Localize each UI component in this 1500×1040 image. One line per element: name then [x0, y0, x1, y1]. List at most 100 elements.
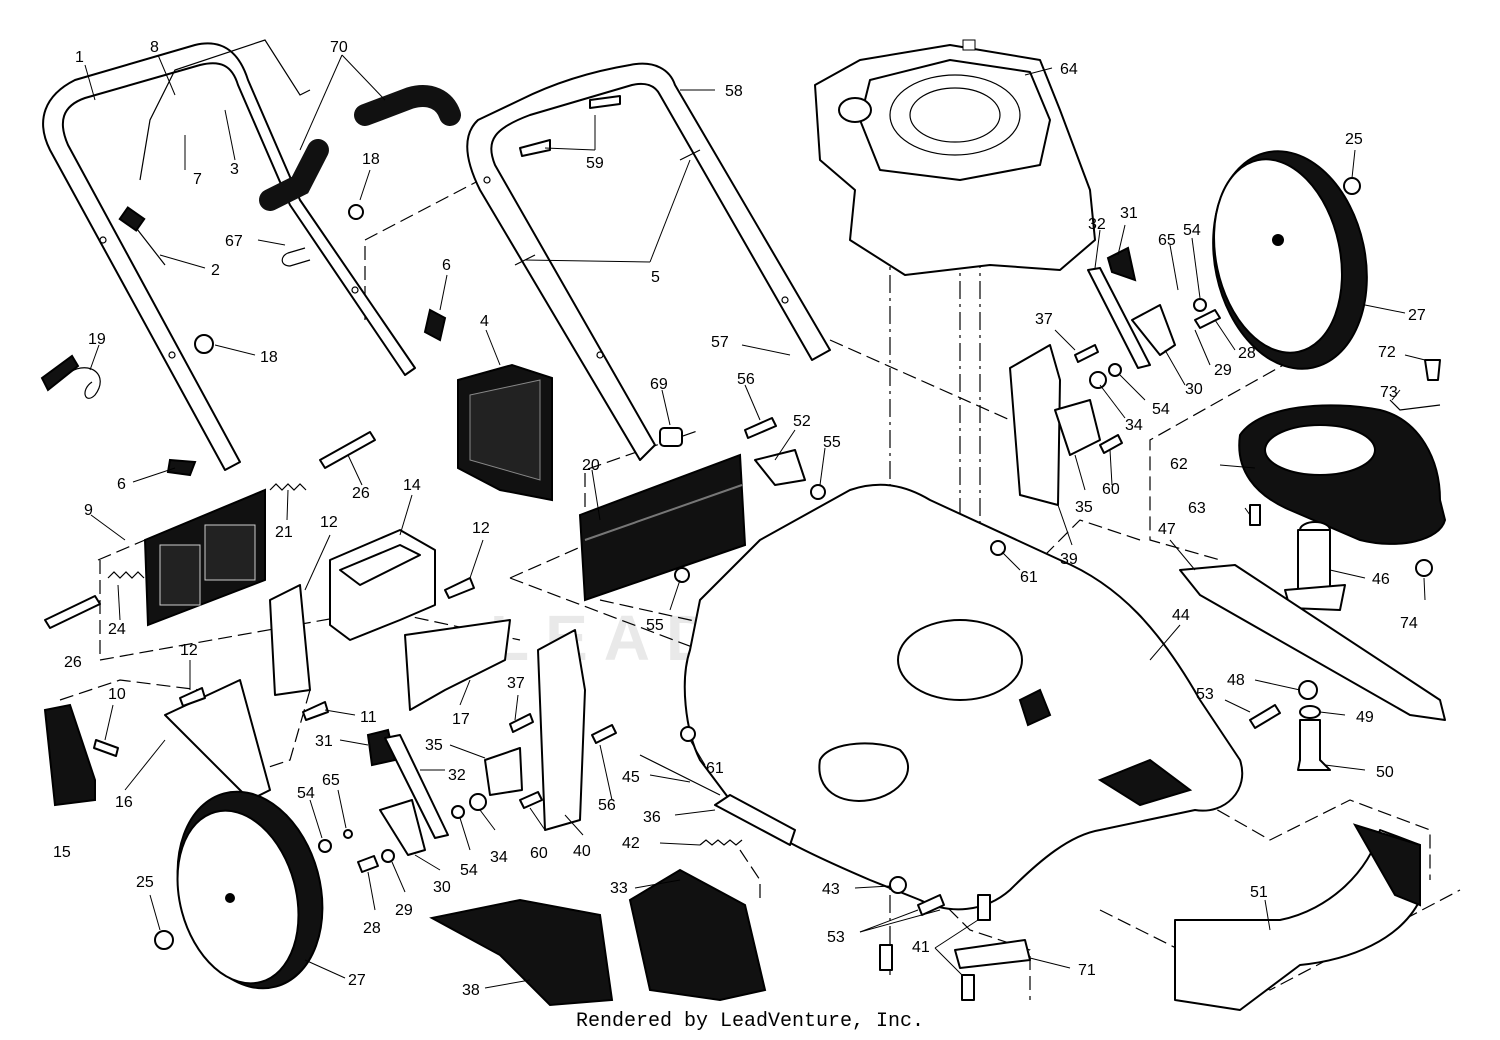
leader-lines — [84, 54, 1426, 989]
callout-51: 51 — [1250, 884, 1268, 901]
cover-38 — [429, 898, 614, 1007]
bolt-41a — [977, 894, 991, 921]
blade-47 — [1179, 564, 1446, 721]
callout-54: 54 — [297, 785, 315, 802]
rod-36 — [714, 794, 796, 846]
wing-knob-19 — [40, 354, 101, 399]
deck-44 — [683, 483, 1244, 911]
callout-5: 5 — [651, 269, 660, 286]
callout-19: 19 — [88, 331, 106, 348]
callout-31: 31 — [1120, 205, 1138, 222]
wheel-rear-right — [1212, 150, 1368, 370]
cable-tie-upper — [679, 149, 701, 161]
callout-12: 12 — [180, 642, 198, 659]
nut-74 — [1415, 559, 1433, 577]
callout-15: 15 — [53, 844, 71, 861]
blade-adapter-46 — [1284, 521, 1346, 611]
rear-flap-assembly — [143, 488, 266, 627]
washer-54a — [1193, 298, 1207, 312]
clamp-69 — [659, 427, 683, 447]
gear-35a — [1054, 399, 1101, 456]
callout-55: 55 — [646, 617, 664, 634]
callout-34: 34 — [1125, 417, 1143, 434]
callout-65: 65 — [322, 772, 340, 789]
callout-57: 57 — [711, 334, 729, 351]
callout-56: 56 — [737, 371, 755, 388]
callout-39: 39 — [1060, 551, 1078, 568]
skirt-51 — [1174, 823, 1421, 1011]
bolt-41c — [961, 974, 975, 1001]
callout-9: 9 — [84, 502, 93, 519]
handle-upper-left — [42, 42, 416, 471]
callout-60: 60 — [1102, 481, 1120, 498]
nut-43 — [889, 876, 907, 894]
bolt-53a — [1249, 704, 1281, 729]
wing-knob-lower — [166, 458, 197, 477]
spacer-18b — [194, 334, 214, 354]
callout-6: 6 — [117, 476, 126, 493]
callout-52: 52 — [793, 413, 811, 430]
callout-61: 61 — [706, 760, 724, 777]
callout-14: 14 — [403, 477, 421, 494]
callout-70: 70 — [330, 39, 348, 56]
callout-28: 28 — [363, 920, 381, 937]
callout-73: 73 — [1380, 384, 1398, 401]
callout-29: 29 — [1214, 362, 1232, 379]
bracket-71 — [954, 939, 1031, 969]
callout-72: 72 — [1378, 344, 1396, 361]
bolt-56a — [744, 417, 777, 439]
bracket-30a — [1131, 304, 1176, 356]
bolt-12b — [444, 577, 475, 599]
callout-74: 74 — [1400, 615, 1418, 632]
bolt-41b — [879, 944, 893, 971]
nut-55b — [674, 567, 690, 583]
callout-30: 30 — [433, 879, 451, 896]
callout-6: 6 — [442, 257, 451, 274]
bolt-63 — [1249, 504, 1261, 526]
callout-69: 69 — [650, 376, 668, 393]
nut-25b — [154, 930, 174, 950]
callout-28: 28 — [1238, 345, 1256, 362]
bolt-53b — [917, 894, 945, 916]
callout-16: 16 — [115, 794, 133, 811]
callout-32: 32 — [448, 767, 466, 784]
cover-33 — [628, 868, 767, 1002]
rod-26b — [44, 595, 101, 629]
callout-18: 18 — [260, 349, 278, 366]
callout-10: 10 — [108, 686, 126, 703]
bolt-37a — [1074, 344, 1099, 363]
bolt-37b — [509, 713, 534, 733]
callout-29: 29 — [395, 902, 413, 919]
lever-32b — [384, 734, 449, 839]
washer-54c — [318, 839, 332, 853]
bolt-72 — [1424, 359, 1441, 381]
plate-39 — [1009, 344, 1061, 506]
callout-38: 38 — [462, 982, 480, 999]
callout-46: 46 — [1372, 571, 1390, 588]
spring-42 — [699, 839, 743, 846]
callout-35: 35 — [425, 737, 443, 754]
callout-20: 20 — [582, 457, 600, 474]
bolt-12c — [179, 687, 206, 707]
callout-11: 11 — [360, 709, 377, 726]
washer-54d — [451, 805, 465, 819]
callout-67: 67 — [225, 233, 243, 250]
callout-37: 37 — [1035, 311, 1053, 328]
washer-54b — [1108, 363, 1122, 377]
nut-61b — [680, 726, 696, 742]
handle-lower — [466, 62, 831, 461]
label-52 — [754, 449, 806, 486]
callout-31: 31 — [315, 733, 333, 750]
callout-25: 25 — [136, 874, 154, 891]
rear-deflector-20 — [578, 453, 747, 602]
bolt-11 — [302, 701, 329, 721]
callout-64: 64 — [1060, 61, 1078, 78]
bracket-30b — [379, 799, 426, 856]
callout-18: 18 — [362, 151, 380, 168]
axle-45 — [639, 754, 721, 796]
baffle-62 — [1238, 404, 1447, 545]
nut-55a — [810, 484, 826, 500]
callout-30: 30 — [1185, 381, 1203, 398]
callout-62: 62 — [1170, 456, 1188, 473]
